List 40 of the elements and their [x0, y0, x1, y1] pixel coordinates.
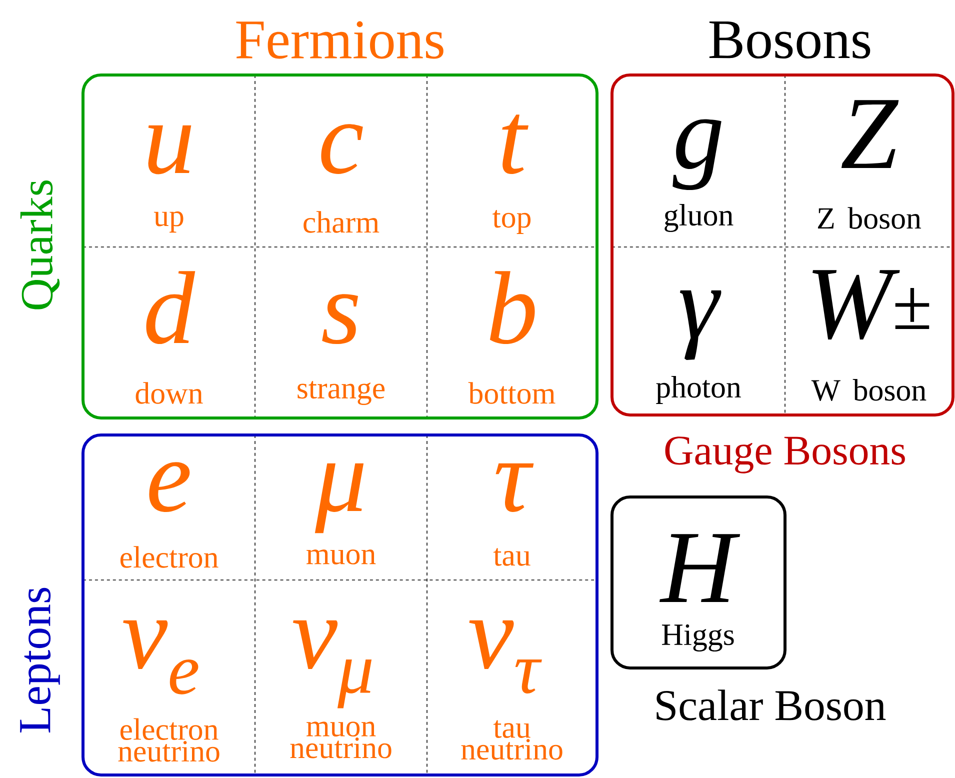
- particle-symbol: d: [146, 271, 196, 344]
- particle-symbol: H: [659, 534, 740, 602]
- particle-symbol: ν$_{e}$: [123, 620, 198, 694]
- particle-name: gluon: [664, 204, 734, 232]
- particle-name: electron neutrino: [118, 718, 220, 762]
- particle-name: electron: [120, 546, 218, 568]
- particle-symbol: t: [502, 114, 528, 174]
- particle-symbol: γ: [680, 290, 722, 360]
- particle-symbol: ν$_{μ}$: [292, 620, 372, 708]
- group-heading: Gauge Bosons: [665, 436, 905, 474]
- particle-symbol: u: [148, 125, 192, 174]
- group-heading: Quarks: [20, 180, 60, 310]
- particle-name: muon neutrino: [290, 722, 392, 758]
- particle-symbol: μ: [314, 463, 364, 534]
- particle-symbol: Z: [841, 100, 899, 168]
- particle-symbol: b: [490, 271, 535, 344]
- section-title: Bosons: [709, 21, 870, 59]
- particle-name: tau: [493, 548, 530, 566]
- particle-name: Z boson: [818, 207, 922, 229]
- particle-name: muon: [306, 550, 376, 564]
- particle-symbol: s: [322, 294, 358, 344]
- particle-symbol: ν$_{τ}$: [469, 620, 542, 694]
- particle-name: top: [492, 210, 531, 234]
- particle-symbol: e: [149, 462, 190, 512]
- particle-name: up: [154, 211, 184, 233]
- particle-symbol: g: [672, 119, 722, 190]
- section-title: Fermions: [236, 21, 444, 59]
- group-heading: Leptons: [20, 588, 60, 732]
- particle-name: photon: [656, 376, 741, 404]
- particle-name: W boson: [811, 379, 926, 401]
- particle-name: Higgs: [662, 624, 734, 652]
- particle-name: tau neutrino: [461, 720, 562, 760]
- particle-name: down: [136, 382, 203, 404]
- particle-name: bottom: [468, 382, 556, 404]
- particle-name: charm: [304, 211, 380, 233]
- particle-symbol: τ: [496, 463, 534, 512]
- group-heading: Scalar Boson: [656, 690, 886, 720]
- particle-name: strange: [298, 380, 385, 406]
- particle-symbol: c: [321, 124, 363, 174]
- particle-symbol: W$^{±}$: [812, 270, 930, 340]
